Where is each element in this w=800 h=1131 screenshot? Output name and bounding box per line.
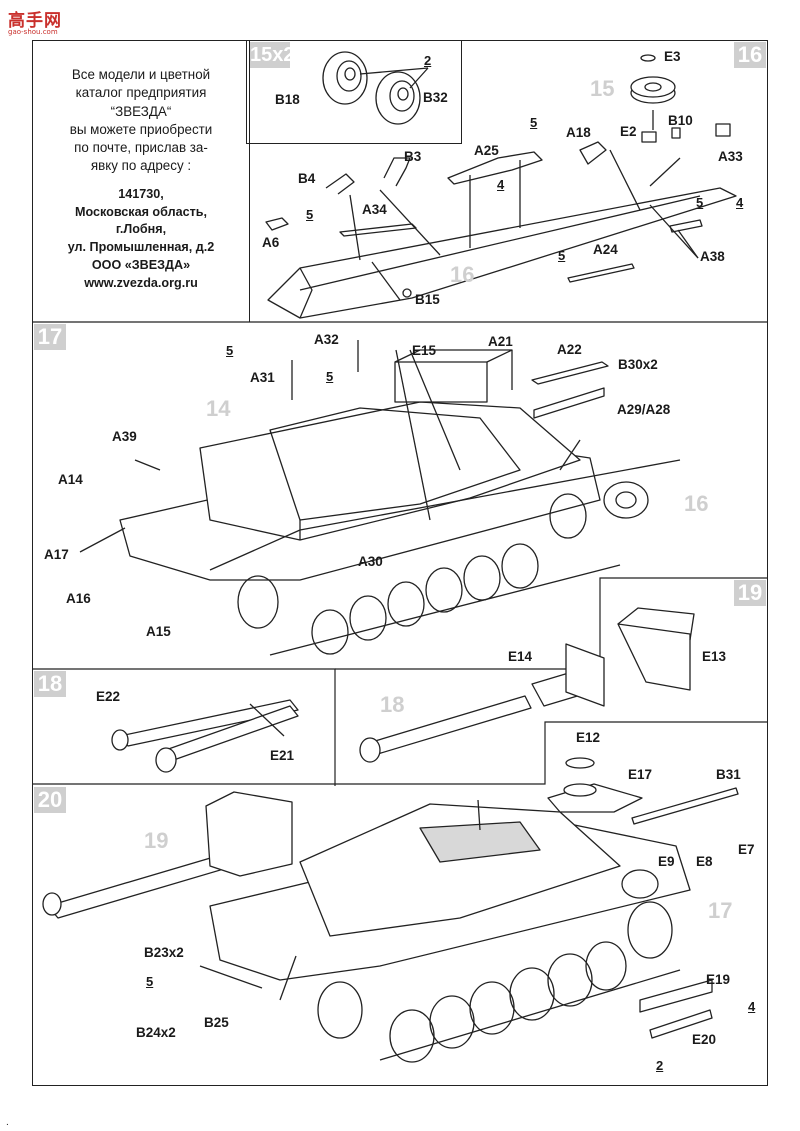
ref-number: 2 xyxy=(656,1058,664,1073)
address-line: г.Лобня, xyxy=(115,222,167,237)
part-label: B4 xyxy=(298,171,316,186)
part-label: E8 xyxy=(696,854,713,869)
part-label: E3 xyxy=(664,49,681,64)
ref-number: 5 xyxy=(696,195,704,210)
part-label: A15 xyxy=(146,624,171,639)
part-label: E21 xyxy=(270,748,295,763)
part-label: A17 xyxy=(44,547,69,562)
info-line: явку по адресу : xyxy=(90,158,192,174)
part-label: A18 xyxy=(566,125,591,140)
part-label: B23x2 xyxy=(144,945,184,960)
address-line: ул. Промышленная, д.2 xyxy=(67,240,215,255)
hull-step20-drawing xyxy=(42,757,739,1063)
part-label: A22 xyxy=(557,342,582,357)
road-wheels-20 xyxy=(317,869,673,1063)
part-label: A38 xyxy=(700,249,725,264)
step-18-number: 18 xyxy=(34,671,66,697)
ghost-step-ref: 15 xyxy=(590,76,615,101)
part-label: A16 xyxy=(66,591,91,606)
address-line: ООО «ЗВЕЗДА» xyxy=(91,257,191,272)
part-label: A24 xyxy=(593,242,618,257)
part-label: B30x2 xyxy=(618,357,658,372)
address-block: 141730, Московская область, г.Лобня, ул.… xyxy=(36,186,246,293)
step-19-number: 19 xyxy=(734,580,766,606)
watermark-main: 高手网 xyxy=(8,11,62,31)
website-link[interactable]: www.zvezda.org.ru xyxy=(84,275,198,290)
part-label: A6 xyxy=(262,235,280,250)
ref-number: 5 xyxy=(226,343,234,358)
fender-drawing xyxy=(265,54,737,319)
part-label: E7 xyxy=(738,842,755,857)
part-label: A32 xyxy=(314,332,339,347)
ref-number: 2 xyxy=(424,53,432,68)
ref-number: 4 xyxy=(748,999,756,1014)
ghost-step-ref: 16 xyxy=(450,262,475,287)
ref-number: 5 xyxy=(306,207,314,222)
address-line: 141730, xyxy=(118,186,164,201)
info-line: Все модели и цветной xyxy=(71,67,211,82)
road-wheels xyxy=(237,493,587,655)
info-line: “ЗВЕЗДА“ xyxy=(110,103,172,119)
part-label: E15 xyxy=(412,343,437,358)
ref-number: 5 xyxy=(326,369,334,384)
part-label: A30 xyxy=(358,554,383,569)
info-line: каталог предприятия xyxy=(75,85,207,101)
part-label: E17 xyxy=(628,767,653,782)
part-label: E14 xyxy=(508,649,533,664)
info-line: вы можете приобрести xyxy=(69,121,213,137)
part-label: A14 xyxy=(58,472,83,487)
footer-mark: . xyxy=(6,1117,9,1128)
part-label: B24x2 xyxy=(136,1025,176,1040)
info-line: по почте, прислав за- xyxy=(74,140,208,156)
ref-number: 5 xyxy=(558,248,566,263)
part-label: E20 xyxy=(692,1032,717,1047)
ghost-step-ref: 19 xyxy=(144,828,169,853)
barrel-step19-drawing xyxy=(359,607,695,763)
ref-number: 4 xyxy=(736,195,744,210)
ref-number: 5 xyxy=(146,974,154,989)
part-label: A21 xyxy=(488,334,513,349)
ghost-step-ref: 17 xyxy=(708,898,733,923)
ghost-step-ref: 16 xyxy=(684,491,709,516)
part-label: B18 xyxy=(275,92,300,107)
part-label: B3 xyxy=(404,149,422,164)
address-line: Московская область, xyxy=(74,204,207,219)
barrel-step18-drawing xyxy=(111,699,299,773)
part-label: E19 xyxy=(706,972,731,987)
watermark-logo: 高手网 gao-shou.com xyxy=(6,6,70,36)
ghost-step-ref: 18 xyxy=(380,692,405,717)
part-label: B31 xyxy=(716,767,741,782)
part-label: E9 xyxy=(658,854,675,869)
part-label: B32 xyxy=(423,90,448,105)
step-16-number: 16 xyxy=(734,42,766,68)
part-label: E12 xyxy=(576,730,601,745)
panel-step-15 xyxy=(246,40,462,144)
part-label: E2 xyxy=(620,124,637,139)
part-label: A25 xyxy=(474,143,499,158)
road-wheel-drawing xyxy=(322,51,429,125)
part-label: A33 xyxy=(718,149,743,164)
info-block: Все модели и цветной каталог предприятия… xyxy=(36,66,246,293)
step-20-number: 20 xyxy=(34,787,66,813)
ghost-step-ref: 14 xyxy=(206,396,231,421)
hull-step17-drawing xyxy=(79,340,681,656)
part-label: B15 xyxy=(415,292,440,307)
watermark-sub: gao-shou.com xyxy=(8,28,58,36)
part-label: E13 xyxy=(702,649,727,664)
part-label: A29/A28 xyxy=(617,402,671,417)
step-15-number: 15x2 xyxy=(250,42,295,68)
ref-number: 4 xyxy=(497,177,505,192)
part-label: A34 xyxy=(362,202,387,217)
part-label: A31 xyxy=(250,370,275,385)
part-label: B25 xyxy=(204,1015,229,1030)
ref-number: 5 xyxy=(530,115,538,130)
part-label: E22 xyxy=(96,689,121,704)
step-17-number: 17 xyxy=(34,324,66,350)
part-label: A39 xyxy=(112,429,137,444)
part-label: B10 xyxy=(668,113,693,128)
panel-info xyxy=(32,40,250,322)
